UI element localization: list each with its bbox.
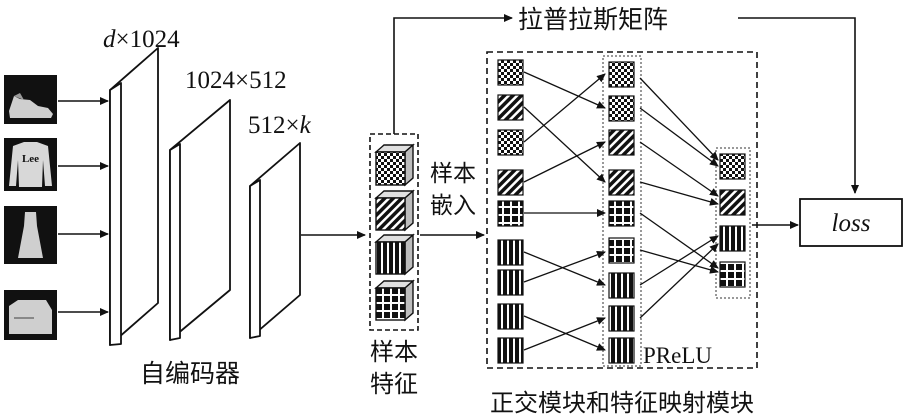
tile-stripe (608, 272, 635, 299)
tile-grid (497, 200, 524, 227)
layer-3-dim-k: k (300, 112, 312, 139)
layer-1-dim-label: d×1024 (103, 26, 180, 53)
tile-stripe (719, 225, 746, 252)
tile-checker (719, 153, 746, 180)
input-images: Lee (4, 75, 57, 340)
loss-label: loss (832, 210, 871, 237)
tile-checker (608, 95, 635, 122)
layer-2-dim-label: 1024×512 (185, 67, 287, 94)
encoder-layer-3 (249, 142, 301, 339)
sample-embed-label-1: 样本 (430, 161, 476, 187)
tile-grid (608, 200, 635, 227)
encoder-label: 自编码器 (140, 359, 240, 388)
input-arrows (58, 97, 109, 316)
loss-box (799, 198, 903, 247)
prelu-label: PReLU (643, 343, 712, 368)
encoder-layer-1 (109, 47, 159, 346)
sweater-logo-text: Lee (22, 153, 39, 165)
module-box (486, 51, 758, 369)
layer-3-dim-label: 512×k (248, 112, 312, 139)
tile-checker (608, 61, 635, 88)
laplacian-output-arrow (738, 17, 859, 194)
tile-stripe (497, 303, 524, 330)
tile-diagonal (608, 169, 635, 196)
tile-stripe (497, 337, 524, 364)
shoe-icon (4, 75, 57, 124)
tile-diagonal (608, 129, 635, 156)
sample-feature-label-2: 特征 (370, 370, 418, 398)
module-left-column (497, 59, 524, 364)
sample-feature-label-1: 样本 (370, 338, 418, 366)
bag-icon (4, 290, 57, 340)
feature-cube-2 (374, 189, 415, 232)
tile-stripe (497, 269, 524, 296)
laplacian-label: 拉普拉斯矩阵 (518, 5, 668, 34)
tile-diagonal (497, 94, 524, 121)
module-middle-column (608, 61, 635, 364)
feature-cube-4 (374, 279, 415, 322)
tile-diagonal (719, 189, 746, 216)
tile-checker (497, 59, 524, 86)
layer-1-dim-d: d (103, 26, 116, 53)
feature-cube-1 (374, 143, 415, 187)
module-title: 正交模块和特征映射模块 (490, 389, 754, 417)
tile-grid (608, 237, 635, 264)
tile-diagonal (497, 169, 524, 196)
tile-stripe (608, 305, 635, 332)
sweater-icon: Lee (4, 138, 57, 191)
tile-stripe (497, 239, 524, 266)
sample-embed-label-2: 嵌入 (430, 193, 476, 219)
feature-cube-3 (374, 233, 415, 276)
layer-3-dim-rest: 512× (248, 112, 300, 139)
layer-1-dim-rest: ×1024 (116, 26, 181, 53)
tile-grid (719, 261, 746, 288)
dress-icon (4, 206, 57, 264)
out-column-box (715, 147, 751, 299)
laplacian-input-arrow (393, 14, 513, 134)
tile-stripe (608, 337, 635, 364)
module-connections (523, 71, 719, 351)
encoder-layer-2 (169, 99, 231, 341)
module-output-column (719, 153, 746, 288)
tile-checker (497, 129, 524, 156)
